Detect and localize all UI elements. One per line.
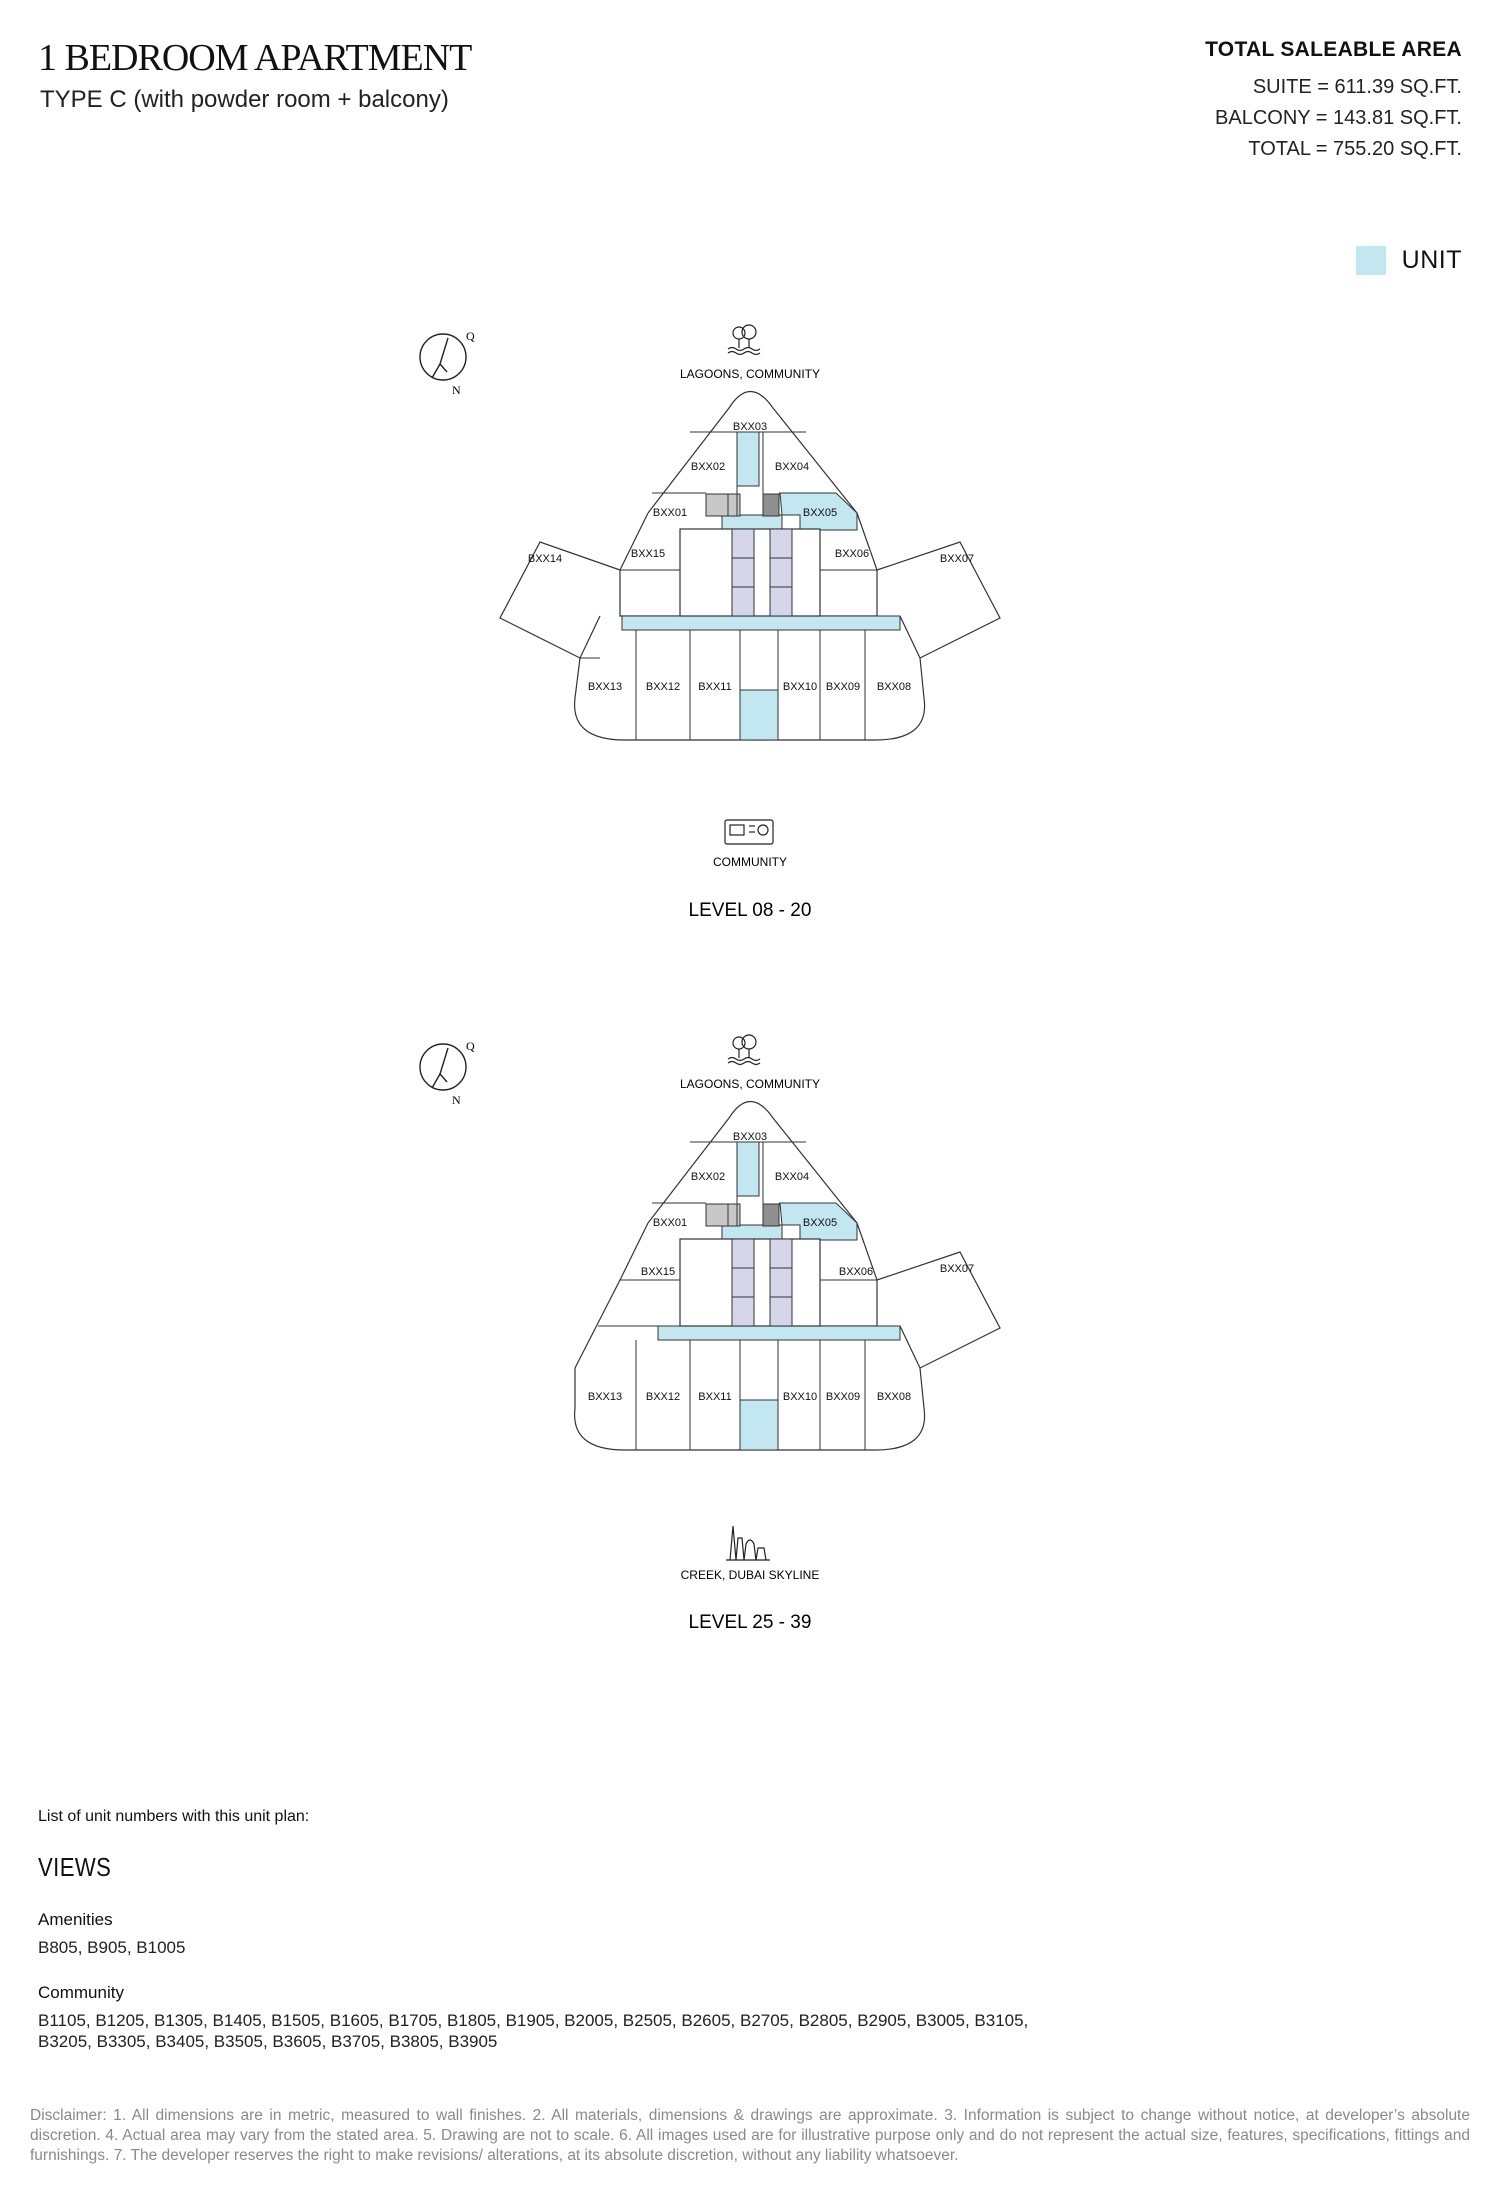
service-room <box>705 493 729 517</box>
service-room <box>727 493 741 517</box>
community-unit-list-line-1: B1105, B1205, B1305, B1405, B1505, B1605… <box>38 2011 1029 2030</box>
unit-label: BXX15 <box>641 1266 675 1278</box>
unit-type-subtitle: TYPE C (with powder room + balcony) <box>40 86 449 113</box>
service-room-dark <box>762 493 780 517</box>
suite-area: SUITE = 611.39 SQ.FT. <box>1252 76 1462 98</box>
unit-legend: UNIT <box>1355 246 1462 275</box>
amenities-unit-list: B805, B905, B1005 <box>38 1938 186 1957</box>
lift-bank-right <box>769 528 793 617</box>
corridor-core-top <box>721 1224 783 1240</box>
disclaimer: Disclaimer: 1. All dimensions are in met… <box>30 2107 1470 2164</box>
unit-bxx05-highlight <box>779 492 858 531</box>
unit-label: BXX06 <box>839 1266 873 1278</box>
service-room-dark <box>762 1203 780 1227</box>
skyline-icon <box>726 1525 770 1561</box>
service-room <box>727 1203 741 1227</box>
unit-label: BXX13 <box>588 681 622 693</box>
unit-label: BXX04 <box>775 461 809 473</box>
corridor-horizontal <box>621 615 901 631</box>
unit-label: BXX13 <box>588 1391 622 1403</box>
amenities-heading: Amenities <box>38 1910 113 1929</box>
bottom-view-label: COMMUNITY <box>713 855 787 869</box>
amenities-group: Amenities B805, B905, B1005 <box>38 1910 185 1958</box>
unit-label: BXX15 <box>631 548 665 560</box>
floor-plan-level-08-20: Q N LAGOONS, COMMUNITY <box>419 324 1001 921</box>
lift-bank-left <box>731 1238 755 1327</box>
views-heading: VIEWS <box>38 1852 112 1882</box>
lift-bank-left <box>731 528 755 617</box>
community-unit-list-line-2: B3205, B3305, B3405, B3505, B3605, B3705… <box>38 2032 498 2051</box>
unit-label: BXX01 <box>653 507 687 519</box>
unit-list-intro: List of unit numbers with this unit plan… <box>38 1808 310 1825</box>
unit-label: BXX12 <box>646 681 680 693</box>
unit-legend-swatch <box>1355 246 1386 275</box>
service-room <box>705 1203 729 1227</box>
unit-label: BXX10 <box>783 1391 817 1403</box>
unit-label: BXX01 <box>653 1217 687 1229</box>
unit-label: BXX05 <box>803 1217 837 1229</box>
lift-bank-right <box>769 1238 793 1327</box>
unit-partitions <box>580 431 877 740</box>
unit-label: BXX09 <box>826 1391 860 1403</box>
lagoon-trees-icon <box>727 324 761 356</box>
unit-label: BXX07 <box>940 1263 974 1275</box>
compass-q-label: Q <box>466 329 475 343</box>
unit-label: BXX04 <box>775 1171 809 1183</box>
total-area: TOTAL = 755.20 SQ.FT. <box>1248 138 1462 160</box>
unit-label: BXX14 <box>528 553 562 565</box>
unit-bxx05-highlight <box>779 1202 858 1241</box>
floor-plan-level-25-39: Q N LAGOONS, COMMUNITY BXX03 BXX02 BXX04 <box>419 1034 1001 1633</box>
saleable-area-block: TOTAL SALEABLE AREA SUITE = 611.39 SQ.FT… <box>1205 38 1462 165</box>
unit-label: BXX02 <box>691 461 725 473</box>
compass-north-label: N <box>452 383 461 397</box>
unit-label: BXX09 <box>826 681 860 693</box>
community-icon <box>724 819 774 845</box>
unit-legend-label: UNIT <box>1401 246 1462 274</box>
unit-partitions <box>598 1141 877 1450</box>
unit-label: BXX05 <box>803 507 837 519</box>
unit-label: BXX12 <box>646 1391 680 1403</box>
saleable-area-heading: TOTAL SALEABLE AREA <box>1205 38 1462 61</box>
top-view-label: LAGOONS, COMMUNITY <box>680 1077 820 1091</box>
level-label: LEVEL 08 - 20 <box>689 900 812 921</box>
unit-label: BXX03 <box>733 1131 767 1143</box>
compass-q-label: Q <box>466 1039 475 1053</box>
community-group: Community B1105, B1205, B1305, B1405, B1… <box>38 1983 1028 2052</box>
unit-label: BXX07 <box>940 553 974 565</box>
unit-label: BXX03 <box>733 421 767 433</box>
unit-label: BXX08 <box>877 1391 911 1403</box>
unit-label: BXX10 <box>783 681 817 693</box>
corridor-shaft-top <box>736 1141 760 1197</box>
corridor-horizontal <box>657 1325 901 1341</box>
unit-label: BXX02 <box>691 1171 725 1183</box>
compass-icon: Q N <box>419 1039 475 1107</box>
compass-icon: Q N <box>419 329 475 397</box>
corridor-core-top <box>721 514 783 530</box>
corridor-bottom <box>739 689 779 741</box>
community-heading: Community <box>38 1983 124 2002</box>
balcony-area: BALCONY = 143.81 SQ.FT. <box>1215 107 1462 129</box>
top-view-label: LAGOONS, COMMUNITY <box>680 367 820 381</box>
bottom-view-label: CREEK, DUBAI SKYLINE <box>681 1568 820 1582</box>
unit-label: BXX08 <box>877 681 911 693</box>
corridor-bottom <box>739 1399 779 1451</box>
page-title: 1 BEDROOM APARTMENT <box>38 37 472 79</box>
lagoon-trees-icon <box>727 1034 761 1066</box>
corridor-shaft-top <box>736 431 760 487</box>
unit-label: BXX11 <box>698 1391 731 1403</box>
unit-label: BXX11 <box>698 681 731 693</box>
level-label: LEVEL 25 - 39 <box>689 1612 812 1633</box>
compass-north-label: N <box>452 1093 461 1107</box>
unit-label: BXX06 <box>835 548 869 560</box>
